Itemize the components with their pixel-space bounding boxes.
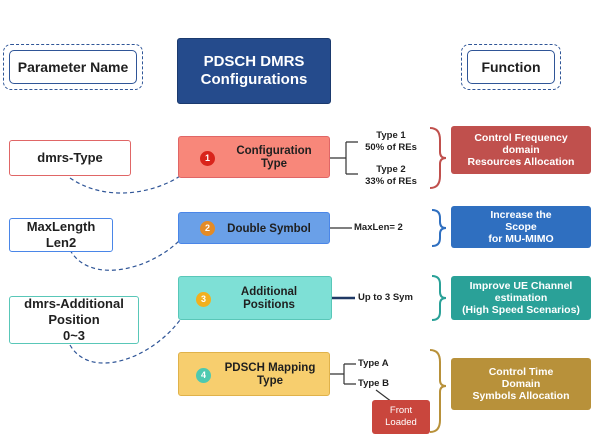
label-type2-line1: Type 2 bbox=[376, 164, 406, 175]
param-additional-position: dmrs-Additional Position 0~3 bbox=[9, 296, 139, 344]
topic-additional-positions: 3 Additional Positions bbox=[178, 276, 332, 320]
number-badge-2: 2 bbox=[200, 221, 215, 236]
function-1-line1: Control Frequency bbox=[474, 132, 568, 144]
param-additional-line3: 0~3 bbox=[62, 328, 86, 343]
param-dmrs-type-label: dmrs-Type bbox=[37, 150, 103, 165]
number-badge-1: 1 bbox=[200, 151, 215, 166]
param-maxlength: MaxLength Len2 bbox=[9, 218, 113, 252]
function-3-line1: Improve UE Channel bbox=[469, 280, 573, 292]
brace-red bbox=[429, 127, 447, 189]
function-time-allocation: Control Time Domain Symbols Allocation bbox=[451, 358, 591, 410]
label-type2: Type 2 33% of REs bbox=[356, 164, 426, 188]
front-loaded-badge: Front Loaded bbox=[372, 400, 430, 434]
tree-mapping-type bbox=[330, 363, 356, 385]
param-dmrs-type: dmrs-Type bbox=[9, 140, 131, 176]
label-type-b: Type B bbox=[358, 378, 389, 389]
label-maxlen: MaxLen= 2 bbox=[354, 222, 403, 233]
function-mu-mimo: Increase the Scope for MU-MIMO bbox=[451, 206, 591, 248]
topic-1-line2: Type bbox=[261, 158, 287, 170]
parameter-name-header-frame bbox=[3, 44, 143, 90]
function-label: Function bbox=[481, 59, 541, 75]
brace-blue bbox=[431, 209, 447, 247]
function-2-line1: Increase the bbox=[490, 209, 552, 221]
parameter-name-header: Parameter Name bbox=[9, 50, 137, 84]
diagram-title: PDSCH DMRS Configurations bbox=[177, 38, 331, 104]
parameter-name-label: Parameter Name bbox=[17, 59, 129, 75]
function-1-line2: domain bbox=[502, 144, 540, 156]
topic-pdsch-mapping-type: 4 PDSCH Mapping Type bbox=[178, 352, 330, 396]
function-3-line2: estimation bbox=[494, 292, 548, 304]
topic-4-line1: PDSCH Mapping bbox=[224, 362, 316, 374]
function-3-line3: (High Speed Scenarios) bbox=[462, 304, 580, 316]
param-maxlength-line1: MaxLength bbox=[26, 219, 96, 234]
number-badge-3: 3 bbox=[196, 292, 211, 307]
topic-4-line2: Type bbox=[257, 375, 283, 387]
tree-config-type bbox=[330, 141, 358, 175]
number-badge-4: 4 bbox=[196, 368, 211, 383]
connector-dmrs-type bbox=[69, 175, 181, 194]
topic-additional-positions-text: Additional Positions bbox=[219, 277, 319, 321]
label-up-to-3-sym: Up to 3 Sym bbox=[358, 292, 413, 303]
function-header-frame bbox=[461, 44, 561, 90]
label-type2-line2: 33% of REs bbox=[365, 176, 417, 187]
topic-3-line2: Positions bbox=[243, 299, 295, 311]
topic-configuration-type-text: Configuration Type bbox=[219, 137, 329, 179]
brace-teal bbox=[431, 275, 447, 321]
function-1-line3: Resources Allocation bbox=[467, 156, 575, 168]
topic-configuration-type: 1 Configuration Type bbox=[178, 136, 330, 178]
topic-pdsch-mapping-type-text: PDSCH Mapping Type bbox=[215, 353, 325, 397]
connector-maxlength bbox=[69, 239, 181, 271]
label-type-a: Type A bbox=[358, 358, 389, 369]
title-line2: Configurations bbox=[200, 71, 308, 88]
label-type1: Type 1 50% of REs bbox=[356, 130, 426, 154]
label-type1-line1: Type 1 bbox=[376, 130, 406, 141]
function-2-line2: Scope bbox=[505, 221, 537, 233]
front-loaded-line2: Loaded bbox=[385, 417, 417, 428]
function-4-line3: Symbols Allocation bbox=[472, 390, 570, 402]
title-line1: PDSCH DMRS bbox=[203, 53, 305, 70]
param-additional-line1: dmrs-Additional bbox=[24, 296, 124, 311]
param-maxlength-line2: Len2 bbox=[45, 235, 77, 250]
label-type1-line2: 50% of REs bbox=[365, 142, 417, 153]
function-4-line1: Control Time bbox=[488, 366, 554, 378]
front-loaded-line1: Front bbox=[389, 405, 413, 416]
param-additional-line2: Position bbox=[48, 312, 100, 327]
function-header: Function bbox=[467, 50, 555, 84]
brace-gold bbox=[429, 349, 447, 433]
function-2-line3: for MU-MIMO bbox=[488, 233, 554, 245]
topic-double-symbol-text: Double Symbol bbox=[219, 213, 319, 245]
function-4-line2: Domain bbox=[501, 378, 541, 390]
function-frequency-allocation: Control Frequency domain Resources Alloc… bbox=[451, 126, 591, 174]
topic-2-line1: Double Symbol bbox=[227, 222, 311, 235]
topic-1-line1: Configuration bbox=[236, 145, 312, 157]
connector-additional bbox=[69, 319, 181, 364]
topic-3-line1: Additional bbox=[240, 286, 298, 298]
function-channel-estimation: Improve UE Channel estimation (High Spee… bbox=[451, 276, 591, 320]
topic-double-symbol: 2 Double Symbol bbox=[178, 212, 330, 244]
